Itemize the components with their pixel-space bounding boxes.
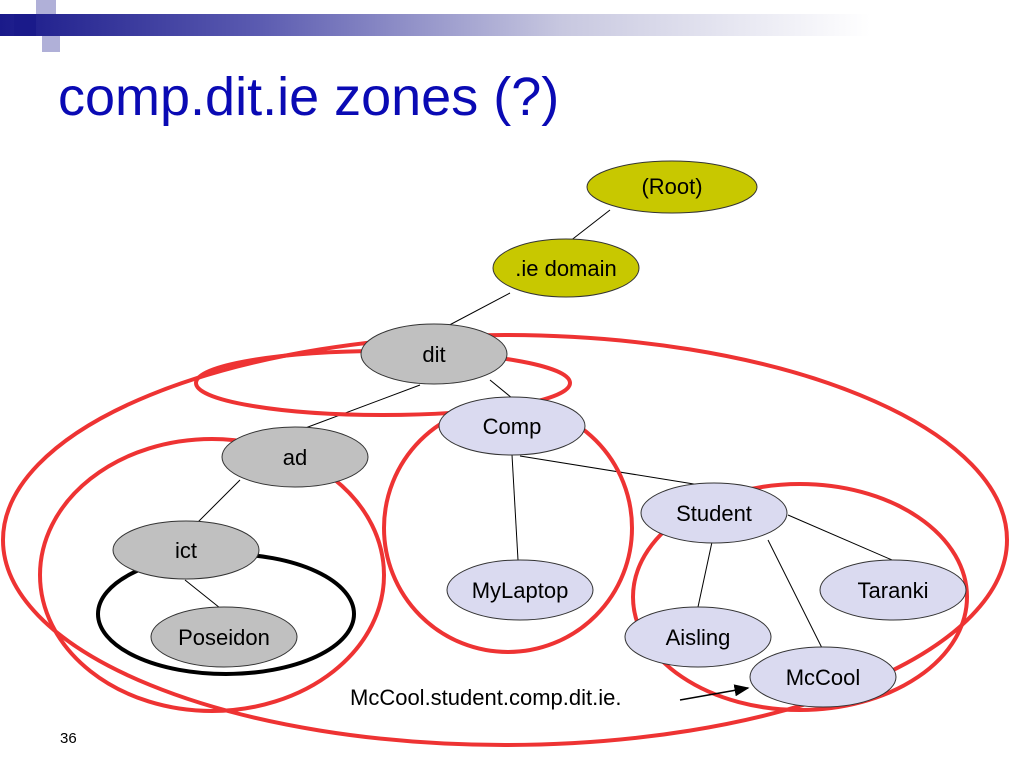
edge-student-mccool — [767, 539, 823, 649]
node-poseidon — [150, 606, 298, 668]
zone-outline-student — [631, 482, 969, 712]
node-ad — [221, 426, 369, 488]
edge-comp-mylaptop — [511, 454, 519, 561]
slide-number: 36 — [60, 730, 77, 747]
label-ad: ad — [283, 445, 307, 470]
label-mccool: McCool — [786, 665, 861, 690]
zone-outline-ad — [38, 437, 386, 713]
node-taranki — [819, 559, 967, 621]
node-ict — [112, 520, 260, 580]
slide-title: comp.dit.ie zones (?) — [58, 67, 560, 127]
fqdn-arrow — [679, 684, 750, 701]
node-ie-domain — [492, 238, 640, 298]
edge-student-taranki — [787, 514, 893, 561]
label-ict: ict — [175, 538, 197, 563]
corner-square-white — [0, 0, 14, 14]
label-taranki: Taranki — [858, 578, 929, 603]
node-root — [586, 160, 758, 214]
label-student: Student — [676, 501, 752, 526]
label-ie-domain: .ie domain — [515, 256, 617, 281]
fqdn-annotation: McCool.student.comp.dit.ie. — [350, 685, 621, 710]
node-comp — [438, 396, 586, 456]
node-mylaptop — [446, 559, 594, 621]
node-dit — [360, 323, 508, 385]
corner-square-light-2 — [42, 36, 60, 52]
zone-outline-dit-large — [1, 333, 1009, 747]
edge-dit-ad — [299, 384, 421, 431]
edge-ie-dit — [439, 292, 511, 331]
edge-ict-poseidon — [184, 579, 221, 609]
corner-square-light — [36, 0, 56, 14]
corner-square-navy — [14, 14, 36, 36]
node-aisling — [624, 606, 772, 668]
edge-dit-comp — [489, 379, 513, 399]
label-dit: dit — [422, 342, 445, 367]
edge-student-aisling — [697, 541, 713, 608]
label-mylaptop: MyLaptop — [472, 578, 569, 603]
label-comp: Comp — [483, 414, 542, 439]
node-mccool — [749, 646, 897, 708]
header-band — [0, 14, 1024, 36]
label-poseidon: Poseidon — [178, 625, 270, 650]
label-aisling: Aisling — [666, 625, 731, 650]
edge-comp-student — [519, 455, 701, 486]
label-root: (Root) — [641, 174, 702, 199]
edge-ad-ict — [194, 479, 241, 526]
node-student — [640, 482, 788, 544]
corner-square-white-2 — [14, 36, 34, 52]
